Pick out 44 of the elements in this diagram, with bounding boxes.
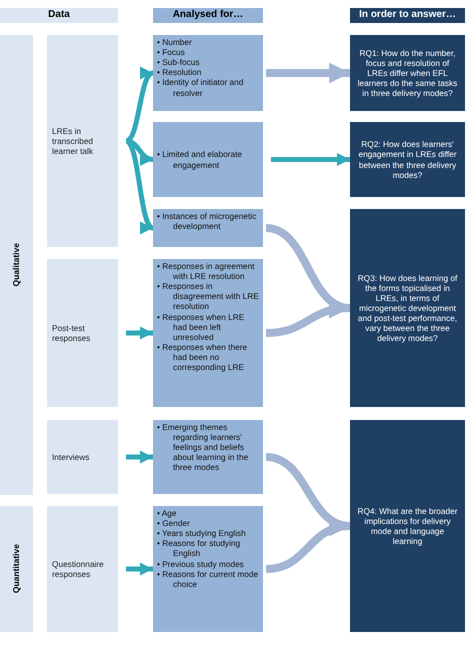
bullet-item: • Sub-focus bbox=[157, 57, 201, 68]
analysis-box bbox=[153, 506, 263, 632]
arrow bbox=[266, 62, 350, 84]
column-header: Analysed for… bbox=[153, 8, 263, 23]
bullet-item: • Reasons for current mode choice bbox=[157, 568, 259, 589]
bullet-item: • Resolution bbox=[157, 67, 202, 78]
category-label: Quantitative bbox=[11, 544, 22, 594]
bullet-item: • Reasons for studying English bbox=[157, 538, 242, 559]
bullet-item: • Responses when there had been no corresponding LRE bbox=[157, 342, 248, 372]
bullet-item: • Number bbox=[157, 37, 193, 48]
bullet-item: • Identity of initiator and resolver bbox=[157, 77, 244, 98]
research-question-box: RQ3: How does learning of the forms topicalised in LREs, in terms of microgenetic development and post-test performance, vary between the three delivery modes? bbox=[350, 209, 465, 407]
bullet-item: • Instances of microgenetic development bbox=[157, 211, 258, 232]
bullet-item: • Responses when LRE had been left unresolved bbox=[157, 312, 246, 342]
bullet-item: • Gender bbox=[157, 518, 191, 528]
analysis-box bbox=[153, 35, 263, 111]
category-band bbox=[0, 35, 33, 495]
column-header: Data bbox=[0, 8, 118, 23]
data-source-box: Post-test responses bbox=[47, 259, 118, 407]
research-question-box: RQ2: How does learners' engagement in LREs differ between the three delivery modes? bbox=[350, 122, 465, 197]
bullet-item: • Age bbox=[157, 508, 178, 518]
analysis-box bbox=[153, 209, 263, 247]
data-source-box: Questionnaire responses bbox=[47, 506, 118, 632]
bullet-item: • Responses in disagreement with LRE resolution bbox=[157, 281, 259, 312]
category-label: Qualitative bbox=[11, 243, 22, 287]
arrow bbox=[126, 450, 153, 464]
analysis-box bbox=[153, 420, 263, 494]
analysis-box bbox=[153, 259, 263, 407]
research-question-box: RQ4: What are the broader implications for delivery mode and language learning bbox=[350, 420, 465, 632]
bullet-item: • Emerging themes regarding learners' feelings and beliefs about learning in the three modes bbox=[157, 422, 250, 473]
arrow bbox=[271, 153, 350, 166]
arrow bbox=[126, 326, 153, 340]
category-band bbox=[0, 506, 33, 632]
bullet-item: • Limited and elaborate engagement bbox=[157, 149, 244, 170]
research-question-box: RQ1: How do the number, focus and resolution of LREs differ when EFL learners do the same tasks in three delivery modes? bbox=[350, 35, 465, 111]
bullet-item: • Years studying English bbox=[157, 528, 247, 538]
bullet-item: • Responses in agreement with LRE resolution bbox=[157, 261, 256, 282]
data-source-box: Interviews bbox=[47, 420, 118, 494]
analysis-box bbox=[153, 122, 263, 197]
column-header: In order to answer… bbox=[350, 8, 465, 23]
bullet-item: • Previous study modes bbox=[157, 558, 245, 569]
data-source-box: LREs in transcribed learner talk bbox=[47, 35, 118, 247]
arrow bbox=[126, 562, 153, 576]
bullet-item: • Focus bbox=[157, 47, 186, 58]
